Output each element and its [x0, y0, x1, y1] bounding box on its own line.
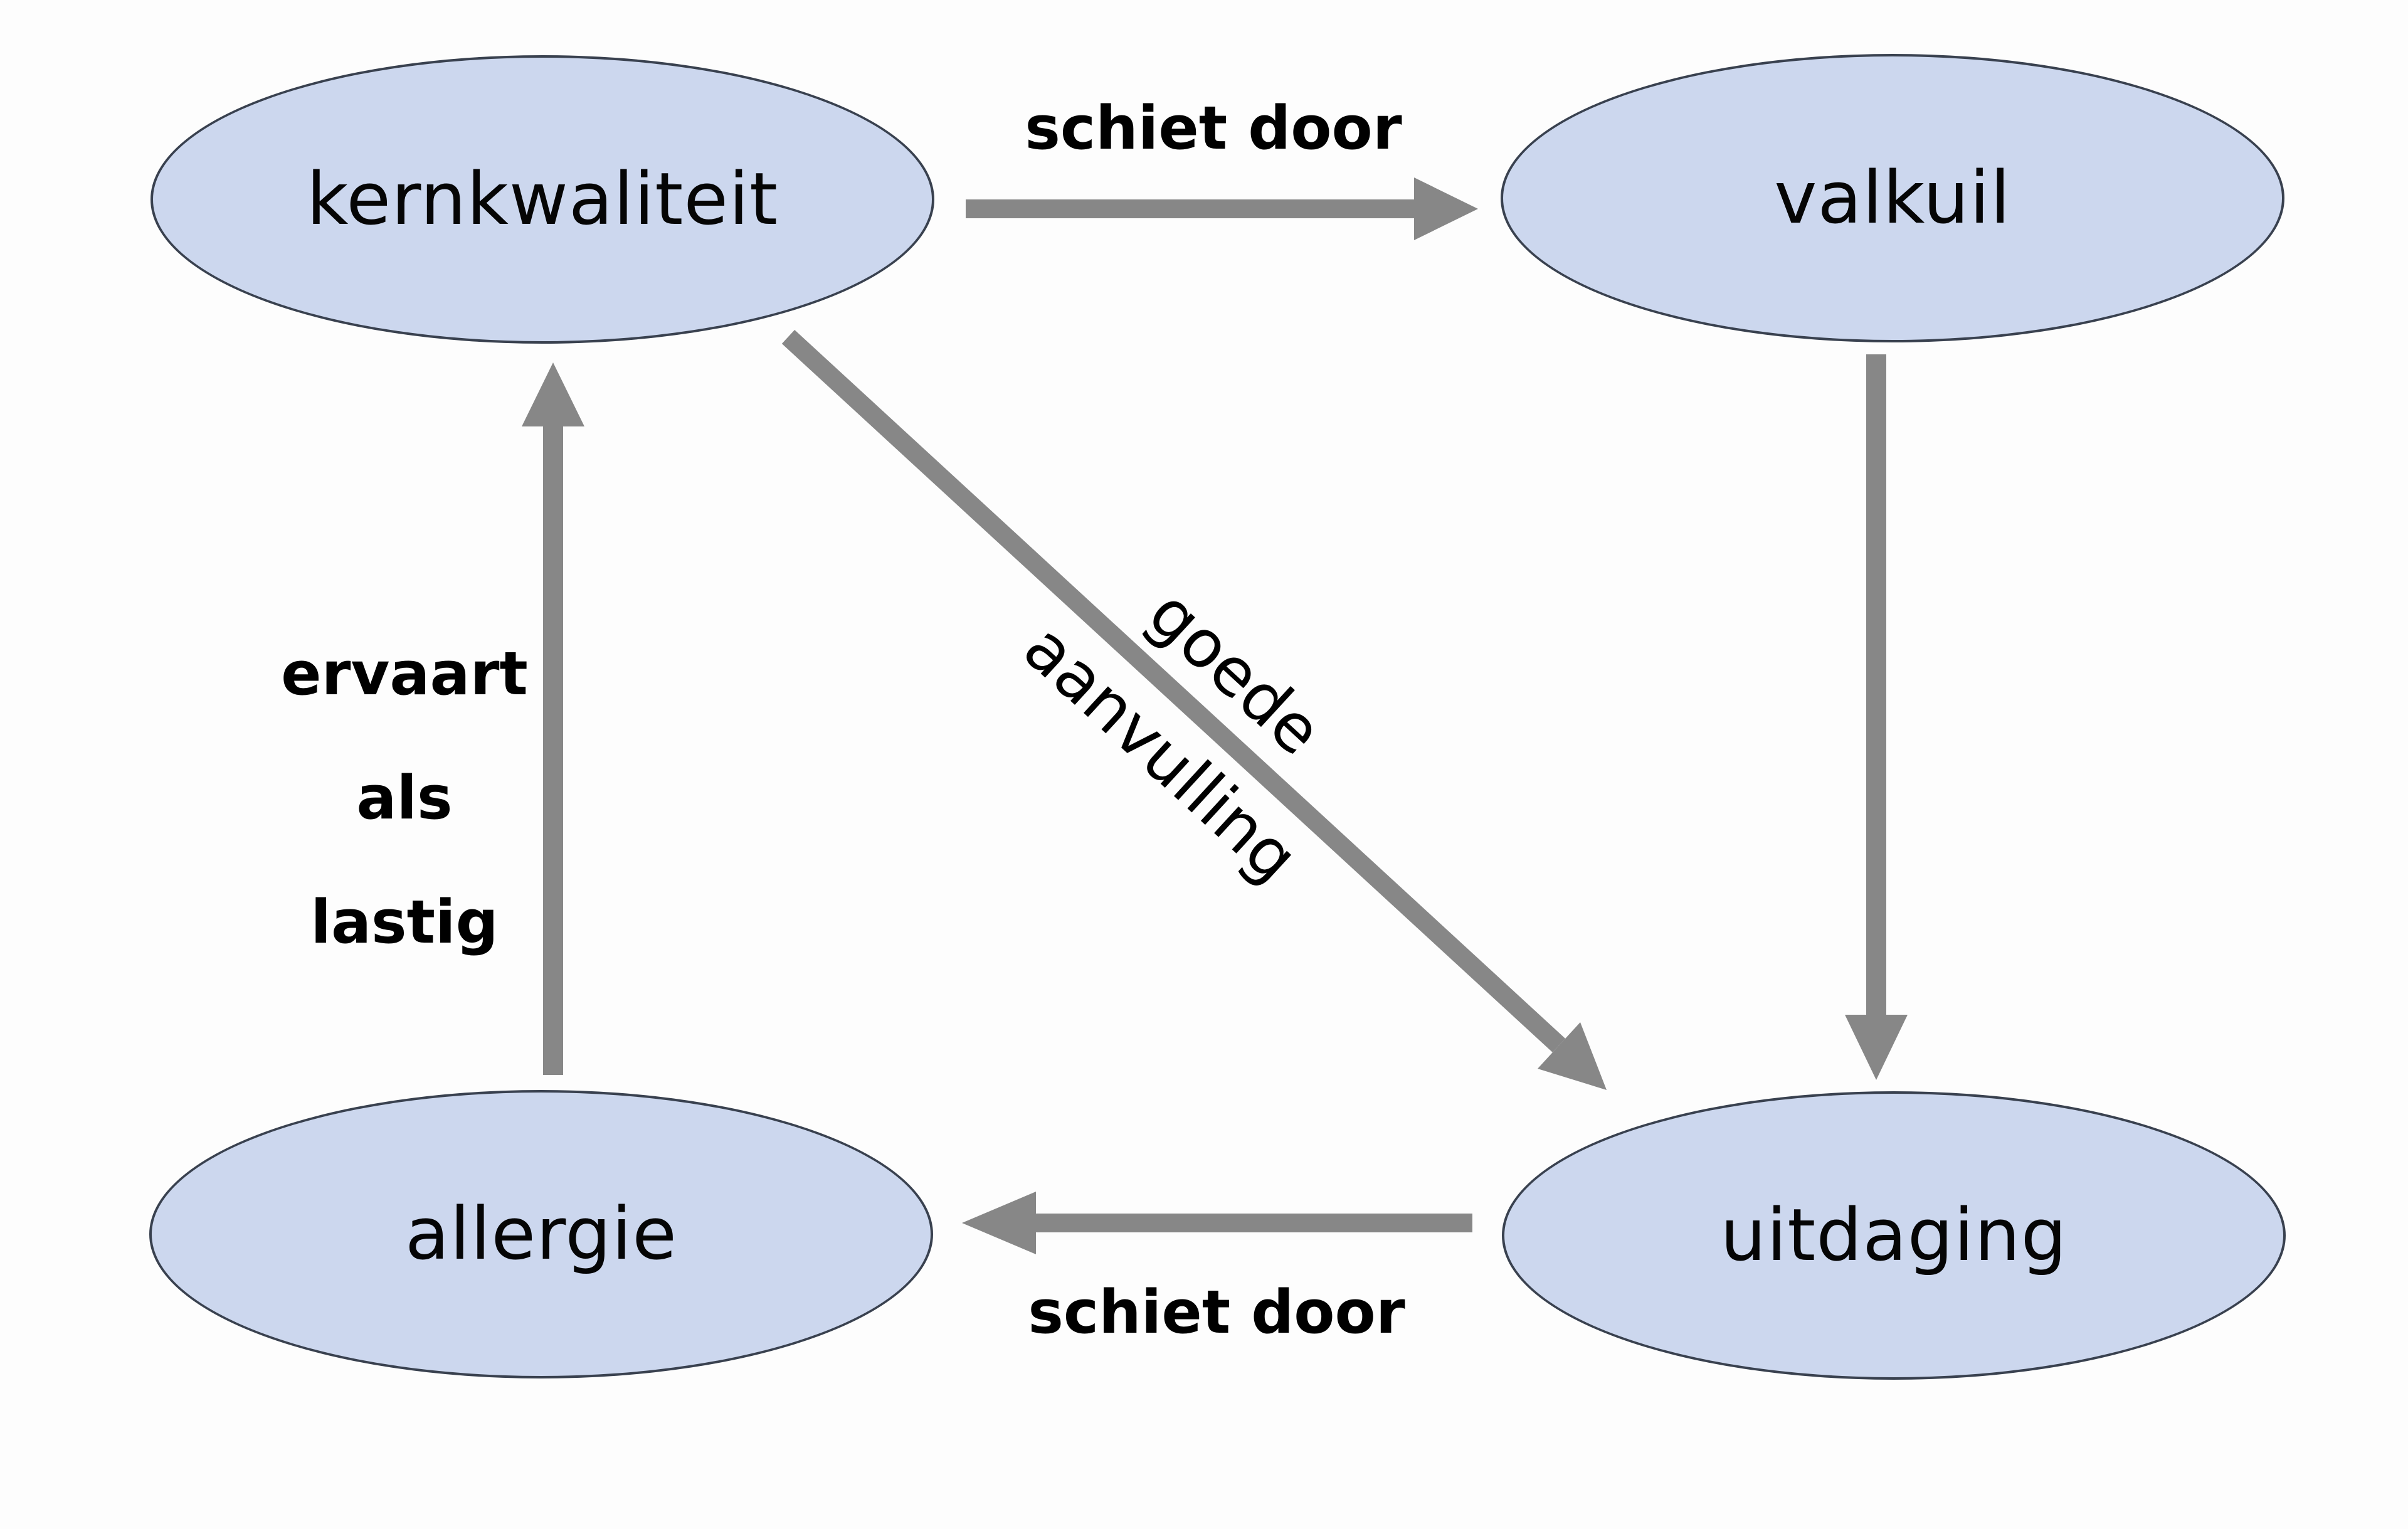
edge-label-line-lastig: lastig	[310, 888, 499, 957]
arrow-head-kernkwaliteit-to-valkuil	[1414, 177, 1478, 240]
node-allergie-label: allergie	[404, 1192, 678, 1276]
node-allergie: allergie	[149, 1090, 933, 1378]
node-uitdaging-label: uitdaging	[1720, 1193, 2067, 1278]
node-valkuil: valkuil	[1501, 54, 2284, 342]
node-uitdaging: uitdaging	[1502, 1091, 2286, 1380]
edge-label-line-ervaart: ervaart	[281, 640, 528, 709]
edge-label-schiet-door-top: schiet door	[1025, 94, 1402, 163]
edge-label-line-als: als	[356, 764, 453, 833]
edge-label-schiet-door-bottom: schiet door	[1028, 1278, 1405, 1347]
arrow-head-uitdaging-to-allergie	[962, 1192, 1036, 1254]
arrow-shaft-kernkwaliteit-to-uitdaging	[781, 329, 1566, 1053]
node-kernkwaliteit-label: kernkwaliteit	[306, 157, 779, 241]
arrow-head-valkuil-to-uitdaging	[1845, 1015, 1908, 1080]
arrow-head-kernkwaliteit-to-uitdaging	[1538, 1022, 1607, 1090]
arrow-head-allergie-to-kernkwaliteit	[522, 362, 584, 426]
edge-label-ervaart-als-lastig: ervaart als lastig	[281, 612, 528, 985]
node-kernkwaliteit: kernkwaliteit	[150, 55, 934, 344]
node-valkuil-label: valkuil	[1774, 156, 2011, 240]
